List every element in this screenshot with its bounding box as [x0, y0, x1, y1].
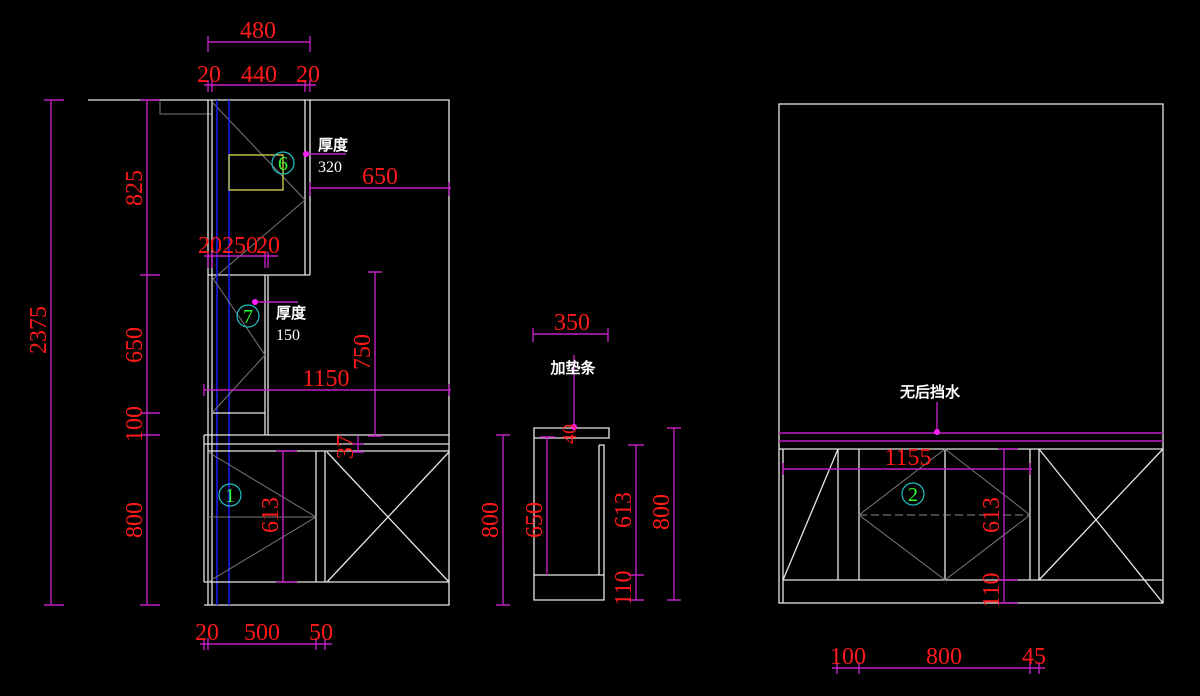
dim-480: 480 [240, 18, 276, 44]
strip-note: 加垫条 [549, 359, 596, 377]
dim-800-base: 800 [122, 502, 148, 538]
dimension-lines [44, 36, 451, 650]
thickness-value-upper: 320 [318, 159, 342, 176]
sink-door-diamond [858, 448, 1031, 581]
dim-110-section: 110 [611, 570, 637, 605]
front-view: 无后挡水 2 1155 613 110 100 800 45 [778, 103, 1164, 674]
middle-door-swing [211, 276, 266, 414]
base-drawer-cross [326, 451, 450, 583]
dim-right-panel-20: 20 [296, 62, 320, 88]
dim-bottom-50: 50 [309, 620, 333, 646]
section-dimension-lines [496, 328, 681, 606]
dim-650-depth: 650 [362, 164, 398, 190]
dim-bottom-500: 500 [244, 620, 280, 646]
section-outline [533, 427, 610, 601]
thickness-label-mid: 厚度 [276, 304, 307, 322]
section-view: 350 加垫条 40 800 650 613 110 800 [478, 310, 681, 606]
dim-1155: 1155 [884, 445, 931, 471]
dim-mid-250: 250 [222, 233, 258, 259]
marker-circle-1 [218, 483, 242, 507]
dim-750: 750 [350, 334, 376, 370]
upper-cabinet [207, 100, 311, 605]
dim-100: 100 [122, 406, 148, 442]
wall-top-line [88, 99, 450, 606]
dim-800-right: 800 [649, 494, 675, 530]
leader-dot-upper [303, 151, 309, 157]
dim-440: 440 [241, 62, 277, 88]
counter-lines [779, 402, 1163, 442]
leader-dot-front [934, 429, 940, 435]
wall-step [159, 100, 212, 115]
dim-800-left: 800 [478, 502, 504, 538]
dim-650-inner: 650 [522, 502, 548, 538]
dim-613-section: 613 [611, 492, 637, 528]
mirror-box [228, 154, 284, 191]
dim-613-front: 613 [979, 497, 1005, 533]
marker-6: 6 [278, 153, 288, 175]
dim-mid-20-left: 20 [198, 233, 222, 259]
thickness-value-mid: 150 [276, 327, 300, 344]
dim-800-front: 800 [926, 644, 962, 670]
marker-circle-2 [901, 482, 925, 506]
marker-1: 1 [225, 485, 235, 507]
front-outline [778, 103, 1164, 604]
marker-circle-7 [236, 304, 260, 328]
dim-left-panel-20: 20 [197, 62, 221, 88]
upper-cabinet-door-swing [211, 101, 306, 281]
side-view: 6 厚度 320 7 厚度 150 1 480 20 440 20 650 20… [26, 18, 451, 650]
leader-dot-mid [252, 299, 258, 305]
marker-7: 7 [243, 306, 253, 328]
middle-cabinet [212, 275, 269, 435]
front-dimension-lines [782, 448, 1045, 674]
dim-825: 825 [122, 170, 148, 206]
dim-1150: 1150 [302, 366, 349, 392]
dim-2375: 2375 [26, 306, 52, 354]
dim-mid-20-right: 20 [256, 233, 280, 259]
dim-350: 350 [554, 310, 590, 336]
dim-bottom-20: 20 [195, 620, 219, 646]
no-backsplash-note: 无后挡水 [899, 383, 961, 401]
marker-2: 2 [908, 484, 918, 506]
base-door-swing [207, 451, 317, 583]
leader-dot-strip [571, 424, 577, 430]
dim-45-front: 45 [1022, 644, 1046, 670]
dim-40: 40 [559, 424, 581, 444]
marker-circle-6 [271, 151, 295, 175]
dim-613: 613 [258, 497, 284, 533]
dim-110-front: 110 [979, 572, 1005, 607]
dim-100-front: 100 [830, 644, 866, 670]
dim-650-middle: 650 [122, 327, 148, 363]
counter-top [203, 434, 449, 582]
dim-37: 37 [333, 435, 359, 459]
front-cabinet-panels [779, 448, 1164, 604]
thickness-label-upper: 厚度 [318, 136, 349, 154]
